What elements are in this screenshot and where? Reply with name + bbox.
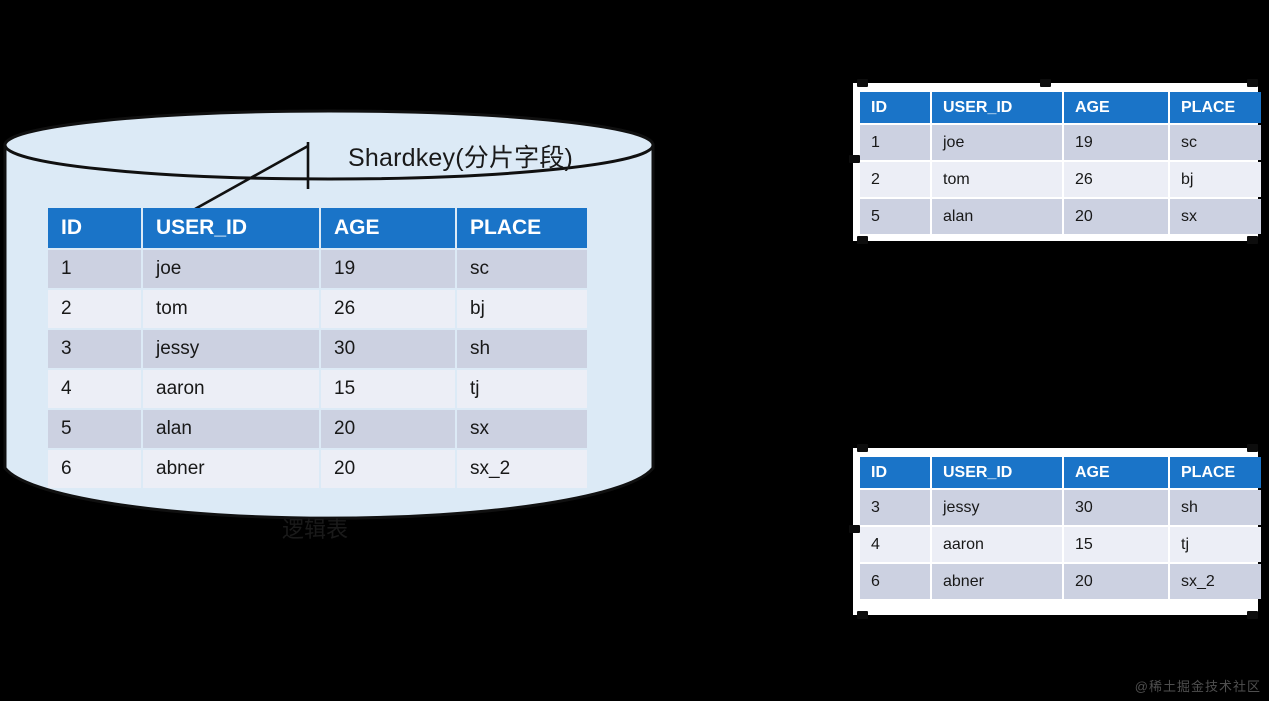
table-row[interactable]: 2 tom 26 bj (860, 162, 1261, 197)
cell-id: 2 (860, 162, 930, 197)
selection-handle-top-left[interactable] (857, 444, 868, 452)
table-row[interactable]: 6 abner 20 sx_2 (48, 450, 587, 488)
column-header-place[interactable]: PLACE (457, 208, 587, 248)
cell-place: tj (1170, 527, 1261, 562)
column-header-id[interactable]: ID (860, 457, 930, 488)
cell-age: 15 (1064, 527, 1168, 562)
cell-user-id: abner (143, 450, 319, 488)
cell-id: 3 (48, 330, 141, 368)
table-header-row: ID USER_ID AGE PLACE (860, 457, 1261, 488)
shardkey-label: Shardkey(分片字段) (348, 144, 574, 172)
selection-handle-mid-left[interactable] (849, 525, 860, 533)
selection-handle-bottom-left[interactable] (857, 236, 868, 244)
cell-place: bj (457, 290, 587, 328)
cell-age: 20 (1064, 199, 1168, 234)
table-row[interactable]: 4 aaron 15 tj (860, 527, 1261, 562)
cell-user-id: jessy (932, 490, 1062, 525)
column-header-user-id[interactable]: USER_ID (932, 457, 1062, 488)
logical-table[interactable]: ID USER_ID AGE PLACE 1 joe 19 sc 2 tom 2… (46, 206, 589, 490)
cell-place: sc (457, 250, 587, 288)
table-header-row: ID USER_ID AGE PLACE (860, 92, 1261, 123)
cell-user-id: tom (932, 162, 1062, 197)
cell-user-id: tom (143, 290, 319, 328)
shard-table-top[interactable]: ID USER_ID AGE PLACE 1 joe 19 sc 2 tom 2… (858, 90, 1263, 236)
shard-table-bottom[interactable]: ID USER_ID AGE PLACE 3 jessy 30 sh 4 aar… (858, 455, 1263, 601)
cell-user-id: abner (932, 564, 1062, 599)
table-row[interactable]: 1 joe 19 sc (860, 125, 1261, 160)
selection-handle-top-right[interactable] (1247, 444, 1258, 452)
selection-handle-bottom-right[interactable] (1247, 236, 1258, 244)
cell-id: 4 (48, 370, 141, 408)
cell-id: 4 (860, 527, 930, 562)
cell-place: sx_2 (1170, 564, 1261, 599)
cell-place: bj (1170, 162, 1261, 197)
column-header-place[interactable]: PLACE (1170, 92, 1261, 123)
table-row[interactable]: 5 alan 20 sx (860, 199, 1261, 234)
cell-id: 2 (48, 290, 141, 328)
cell-age: 15 (321, 370, 455, 408)
cell-place: sh (1170, 490, 1261, 525)
table-row[interactable]: 6 abner 20 sx_2 (860, 564, 1261, 599)
table-row[interactable]: 2 tom 26 bj (48, 290, 587, 328)
cell-id: 1 (48, 250, 141, 288)
selection-handle-top-center[interactable] (1040, 79, 1051, 87)
cell-age: 30 (321, 330, 455, 368)
column-header-user-id[interactable]: USER_ID (932, 92, 1062, 123)
selection-handle-bottom-left[interactable] (857, 611, 868, 619)
cell-user-id: alan (932, 199, 1062, 234)
cell-place: sx_2 (457, 450, 587, 488)
cell-place: tj (457, 370, 587, 408)
column-header-user-id[interactable]: USER_ID (143, 208, 319, 248)
cell-id: 5 (48, 410, 141, 448)
table-header-row: ID USER_ID AGE PLACE (48, 208, 587, 248)
cell-user-id: aaron (143, 370, 319, 408)
cell-id: 5 (860, 199, 930, 234)
cell-user-id: joe (143, 250, 319, 288)
column-header-id[interactable]: ID (860, 92, 930, 123)
cell-user-id: alan (143, 410, 319, 448)
cell-place: sx (1170, 199, 1261, 234)
cell-id: 3 (860, 490, 930, 525)
cell-age: 20 (321, 410, 455, 448)
table-row[interactable]: 3 jessy 30 sh (48, 330, 587, 368)
table-row[interactable]: 3 jessy 30 sh (860, 490, 1261, 525)
cell-age: 26 (321, 290, 455, 328)
cell-user-id: aaron (932, 527, 1062, 562)
cell-place: sc (1170, 125, 1261, 160)
cell-place: sx (457, 410, 587, 448)
table-row[interactable]: 1 joe 19 sc (48, 250, 587, 288)
selection-handle-mid-left[interactable] (849, 155, 860, 163)
cell-age: 30 (1064, 490, 1168, 525)
selection-handle-top-right[interactable] (1247, 79, 1258, 87)
cell-id: 1 (860, 125, 930, 160)
selection-handle-bottom-right[interactable] (1247, 611, 1258, 619)
column-header-place[interactable]: PLACE (1170, 457, 1261, 488)
cell-age: 26 (1064, 162, 1168, 197)
column-header-age[interactable]: AGE (321, 208, 455, 248)
shardkey-pointer-line (194, 144, 309, 211)
cell-id: 6 (48, 450, 141, 488)
column-header-age[interactable]: AGE (1064, 457, 1168, 488)
cell-place: sh (457, 330, 587, 368)
cell-age: 19 (321, 250, 455, 288)
watermark: @稀土掘金技术社区 (1134, 679, 1261, 694)
cylinder-top-ellipse (3, 109, 655, 181)
table-row[interactable]: 4 aaron 15 tj (48, 370, 587, 408)
column-header-id[interactable]: ID (48, 208, 141, 248)
cell-user-id: jessy (143, 330, 319, 368)
selection-handle-top-left[interactable] (857, 79, 868, 87)
table-row[interactable]: 5 alan 20 sx (48, 410, 587, 448)
column-header-age[interactable]: AGE (1064, 92, 1168, 123)
cell-user-id: joe (932, 125, 1062, 160)
cell-age: 19 (1064, 125, 1168, 160)
cell-age: 20 (321, 450, 455, 488)
cell-age: 20 (1064, 564, 1168, 599)
logical-table-label: 逻辑表 (282, 517, 349, 542)
cell-id: 6 (860, 564, 930, 599)
